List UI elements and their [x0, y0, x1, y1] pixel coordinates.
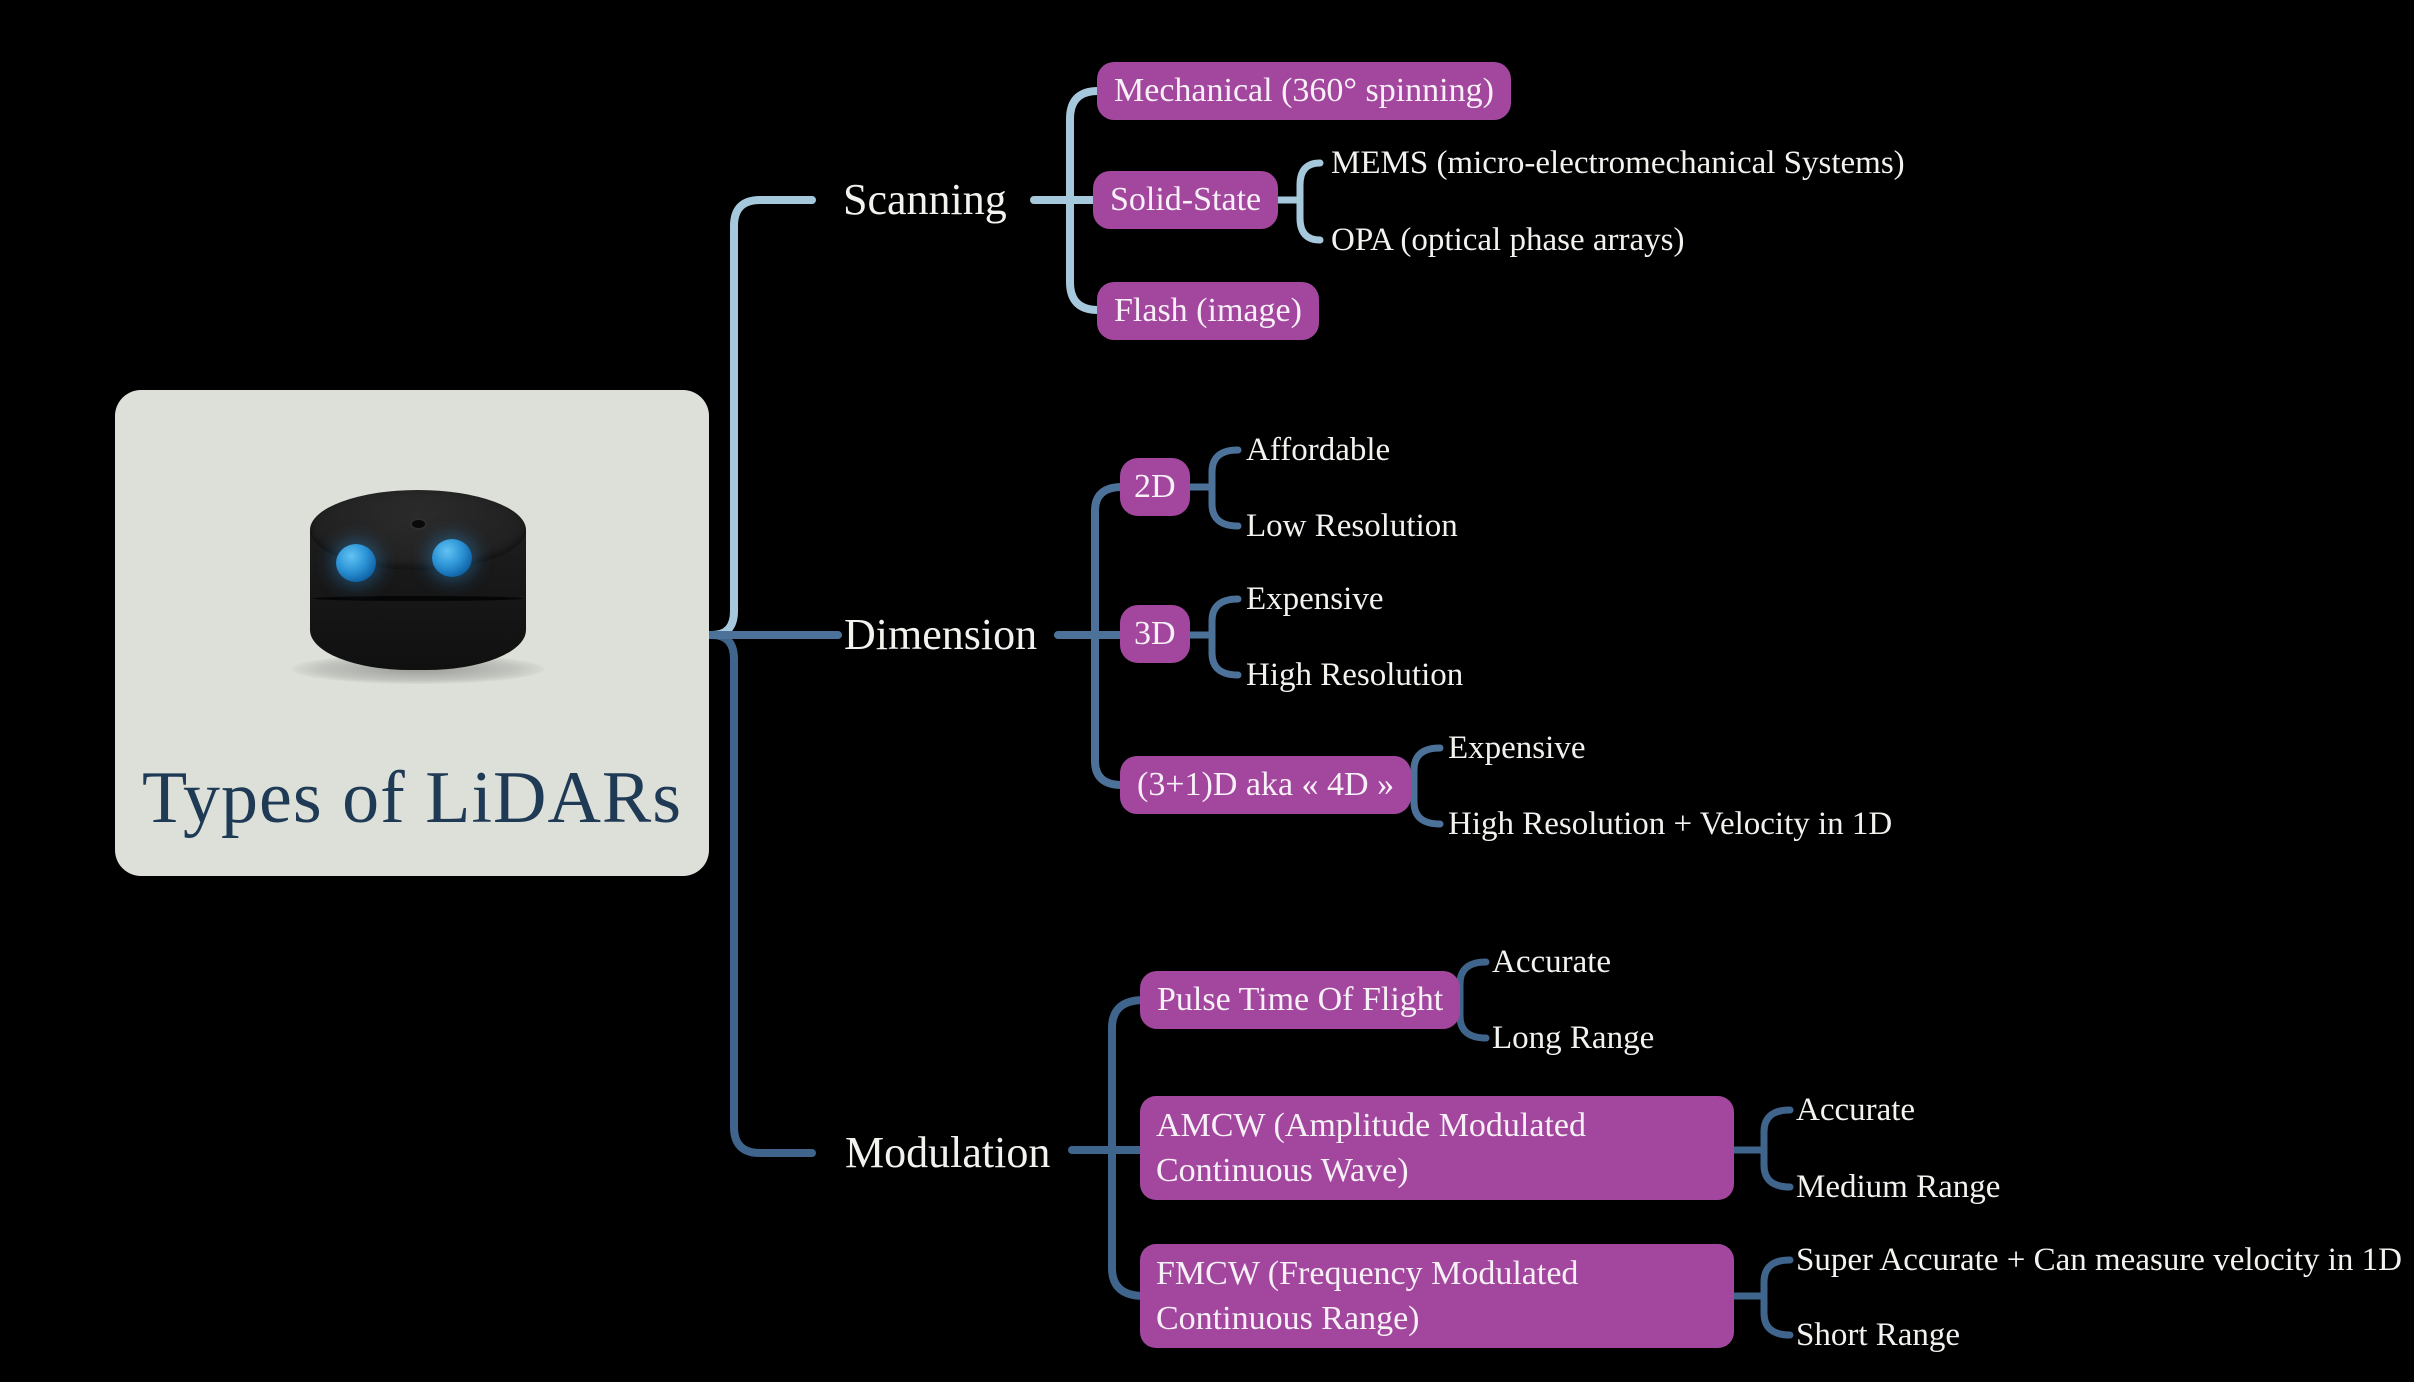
branch-label-modulation: Modulation	[845, 1128, 1051, 1177]
node-flash-image: Flash (image)	[1097, 282, 1319, 340]
lidar-illustration	[292, 490, 544, 684]
node-3d: 3D	[1120, 605, 1190, 663]
branch-label-dimension: Dimension	[844, 610, 1038, 659]
node-fmcw: FMCW (Frequency Modulated Continuous Ran…	[1140, 1244, 1734, 1348]
node-solid-state: Solid-State	[1093, 171, 1279, 229]
node-pulse-time-of-flight: Pulse Time Of Flight	[1140, 971, 1461, 1029]
leaf-expensive-3d: Expensive	[1246, 581, 1384, 617]
leaf-high-resolution-velocity: High Resolution + Velocity in 1D	[1448, 806, 1893, 842]
branch-label-scanning: Scanning	[843, 175, 1007, 224]
node-3plus1d-4d: (3+1)D aka « 4D »	[1120, 756, 1412, 814]
leaf-high-resolution: High Resolution	[1246, 657, 1464, 693]
lidar-seam	[313, 596, 523, 601]
leaf-opa: OPA (optical phase arrays)	[1331, 222, 1685, 258]
root-card: Types of LiDARs	[115, 390, 709, 876]
leaf-long-range: Long Range	[1492, 1020, 1655, 1056]
leaf-accurate-amcw: Accurate	[1796, 1092, 1916, 1128]
node-2d: 2D	[1120, 458, 1190, 516]
leaf-super-accurate-velocity: Super Accurate + Can measure velocity in…	[1796, 1242, 2403, 1278]
lidar-lens-right-icon	[432, 539, 472, 577]
page-title: Types of LiDARs	[141, 757, 683, 839]
leaf-mems: MEMS (micro-electromechanical Systems)	[1331, 145, 1905, 181]
leaf-medium-range: Medium Range	[1796, 1169, 2001, 1205]
lidar-lens-left-icon	[336, 544, 376, 582]
leaf-affordable: Affordable	[1246, 432, 1391, 468]
node-mechanical-spinning: Mechanical (360° spinning)	[1097, 62, 1511, 120]
leaf-accurate-pulse: Accurate	[1492, 944, 1612, 980]
node-amcw: AMCW (Amplitude Modulated Continuous Wav…	[1140, 1096, 1734, 1200]
leaf-low-resolution: Low Resolution	[1246, 508, 1458, 544]
lidar-top-hole-icon	[410, 518, 427, 530]
leaf-expensive-4d: Expensive	[1448, 730, 1586, 766]
leaf-short-range: Short Range	[1796, 1317, 1961, 1353]
